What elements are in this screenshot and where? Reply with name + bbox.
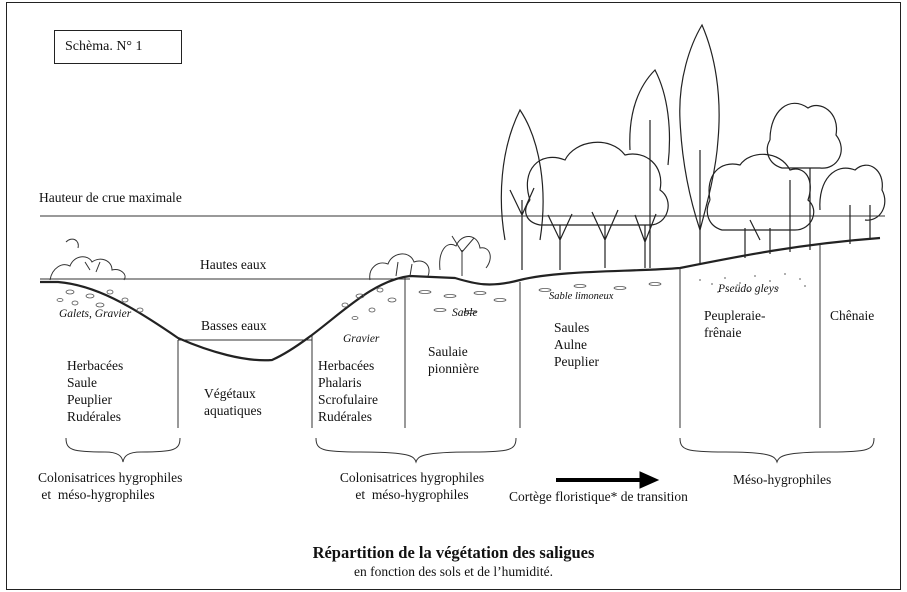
zone-1-list: Herbacées Saule Peuplier Rudérales — [67, 358, 123, 426]
list-item: Peuplier — [554, 353, 599, 369]
gravier-label: Gravier — [343, 333, 380, 345]
slope-shrubs — [369, 235, 491, 281]
list-item: aquatiques — [204, 402, 262, 418]
group-4-label: Méso-hygrophiles — [733, 472, 832, 487]
zone-7-label: Chênaie — [830, 308, 875, 323]
pseudo-gleys-label: Pseüdo gleys — [718, 283, 779, 295]
group-2-line-1: Colonisatrices hygrophiles — [339, 470, 485, 485]
basses-eaux-label: Basses eaux — [201, 318, 267, 333]
soil-texture — [56, 282, 662, 320]
zone-6-list: Peupleraie- frênaie — [704, 308, 765, 342]
zone-3-list: Herbacées Phalaris Scrofulaire Rudérales — [318, 358, 378, 426]
list-item: Rudérales — [67, 408, 121, 424]
crue-label: Hauteur de crue maximale — [39, 190, 182, 205]
figure-title: Répartition de la végétation des saligue… — [312, 543, 595, 562]
figure-frame — [6, 2, 901, 590]
list-item: Saules — [554, 320, 590, 335]
list-item: pionnière — [428, 360, 479, 376]
figure-subtitle: en fonction des sols et de l’humidité. — [353, 564, 554, 579]
list-item: Phalaris — [318, 374, 362, 390]
list-item: Herbacées — [67, 358, 124, 373]
schema-label: Schèma. N° 1 — [54, 30, 182, 64]
list-item: Rudérales — [318, 408, 372, 424]
list-item: Saule — [67, 374, 97, 390]
list-item: Scrofulaire — [318, 391, 378, 407]
group-3-label: Cortège floristique* de transition — [509, 489, 688, 504]
transition-arrow — [556, 471, 660, 489]
zone-2-list: Végétaux aquatiques — [200, 386, 266, 420]
sable-limoneux-label: Sable limoneux — [549, 291, 614, 302]
left-bank-shrubs — [49, 238, 126, 281]
hautes-eaux-label: Hautes eaux — [200, 257, 267, 272]
group-2-line-2: et méso-hygrophiles — [355, 486, 469, 502]
zone-4-list: Saulaie pionnière — [428, 344, 479, 378]
ground-profile — [40, 236, 881, 362]
pseudo-gley-dots — [699, 273, 806, 293]
list-item: Peuplier — [67, 391, 112, 407]
sable-label: Sable — [452, 307, 478, 319]
galets-label: Galets, Gravier — [59, 308, 132, 320]
group-1-line-1: Colonisatrices hygrophiles — [38, 470, 183, 485]
group-2-label: Colonisatrices hygrophiles et méso-hygro… — [322, 470, 502, 504]
group-1-line-2: et méso-hygrophiles — [38, 486, 155, 502]
group-1-label: Colonisatrices hygrophiles et méso-hygro… — [38, 470, 182, 504]
riparian-forest — [500, 23, 886, 270]
list-item: Saulaie — [428, 344, 468, 359]
list-item: Peupleraie- — [704, 308, 766, 323]
list-item: Végétaux — [204, 386, 256, 401]
list-item: frênaie — [704, 324, 742, 340]
zone-dividers — [177, 244, 821, 428]
list-item: Aulne — [554, 336, 587, 352]
group-braces — [65, 437, 875, 464]
zone-5-list: Saules Aulne Peuplier — [554, 320, 599, 371]
list-item: Herbacées — [318, 358, 375, 373]
